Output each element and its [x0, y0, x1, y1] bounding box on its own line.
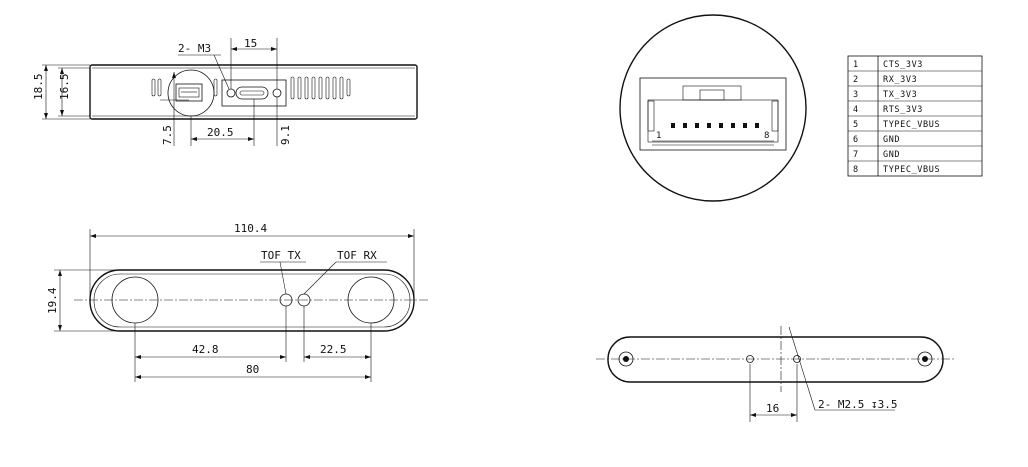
right-vent-slots	[290, 76, 351, 100]
side-hole-callout: 2- M3	[178, 42, 211, 55]
detail-pins	[671, 123, 759, 128]
rx-to-right-dim: 22.5	[320, 343, 347, 356]
pin-table: 1 CTS_3V3 2 RX_3V3 3 TX_3V3 4 RTS_3V3 5 …	[847, 55, 983, 177]
m2.5-hole-right	[793, 355, 801, 363]
side-bottom-offset-dim: 7.5	[161, 125, 174, 145]
pin-name: GND	[883, 150, 900, 160]
bottom-left-mount-hole	[618, 351, 634, 367]
pin-name: TYPEC_VBUS	[883, 120, 940, 130]
pin-name: TYPEC_VBUS	[883, 165, 940, 175]
top-length-dim: 110.4	[234, 222, 267, 235]
side-view-body	[89, 64, 418, 120]
usb-connector	[175, 83, 203, 102]
pin-number: 3	[853, 90, 859, 100]
side-hole-spacing-dim: 15	[244, 37, 257, 50]
pin-number: 4	[853, 105, 859, 115]
bottom-hole-callout: 2- M2.5 ↧3.5	[818, 398, 897, 411]
side-height-inner-dim: 16.5	[58, 74, 71, 101]
pin-number: 1	[853, 60, 859, 70]
top-view-body	[89, 269, 415, 332]
m2.5-hole-left	[746, 355, 754, 363]
pin-name: RTS_3V3	[883, 105, 923, 115]
left-to-tx-dim: 42.8	[192, 343, 219, 356]
top-view: TOF TX TOF RX 110.4 19.4 42.8 22.5 80	[46, 222, 430, 382]
side-height-outer-dim: 18.5	[32, 74, 45, 101]
m3-hole-right	[272, 88, 282, 98]
typec-port	[235, 86, 269, 100]
bottom-right-mount-hole	[917, 351, 933, 367]
pin-number: 6	[853, 135, 859, 145]
pin-last-label: 8	[764, 131, 769, 141]
pin-number: 5	[853, 120, 859, 130]
pin-name: TX_3V3	[883, 90, 917, 100]
pin-number: 8	[853, 165, 859, 175]
connector-detail: 1 8	[619, 14, 807, 202]
bottom-view: 16 2- M2.5 ↧3.5	[596, 326, 956, 422]
side-view: 2- M3 15 18.5 16.5 7.5 20.5 9.1	[32, 37, 418, 146]
lens-spacing-dim: 80	[246, 363, 259, 376]
tof-tx-label: TOF TX	[261, 249, 301, 262]
bottom-hole-spacing-dim: 16	[766, 402, 779, 415]
top-width-dim: 19.4	[46, 287, 59, 314]
pin-number: 7	[853, 150, 859, 160]
pin-name: RX_3V3	[883, 75, 917, 85]
pin-name: CTS_3V3	[883, 60, 923, 70]
pin-number: 2	[853, 75, 859, 85]
pin-name: GND	[883, 135, 900, 145]
tof-rx-label: TOF RX	[337, 249, 377, 262]
m3-hole-left	[226, 88, 236, 98]
left-vent-slots	[151, 78, 218, 97]
bottom-view-body	[607, 336, 944, 383]
detail-circle	[619, 14, 807, 202]
side-hole-offset-dim: 9.1	[279, 125, 292, 145]
pin-first-label: 1	[656, 131, 661, 141]
detail-housing	[639, 77, 787, 151]
side-connector-offset-dim: 20.5	[207, 126, 234, 139]
